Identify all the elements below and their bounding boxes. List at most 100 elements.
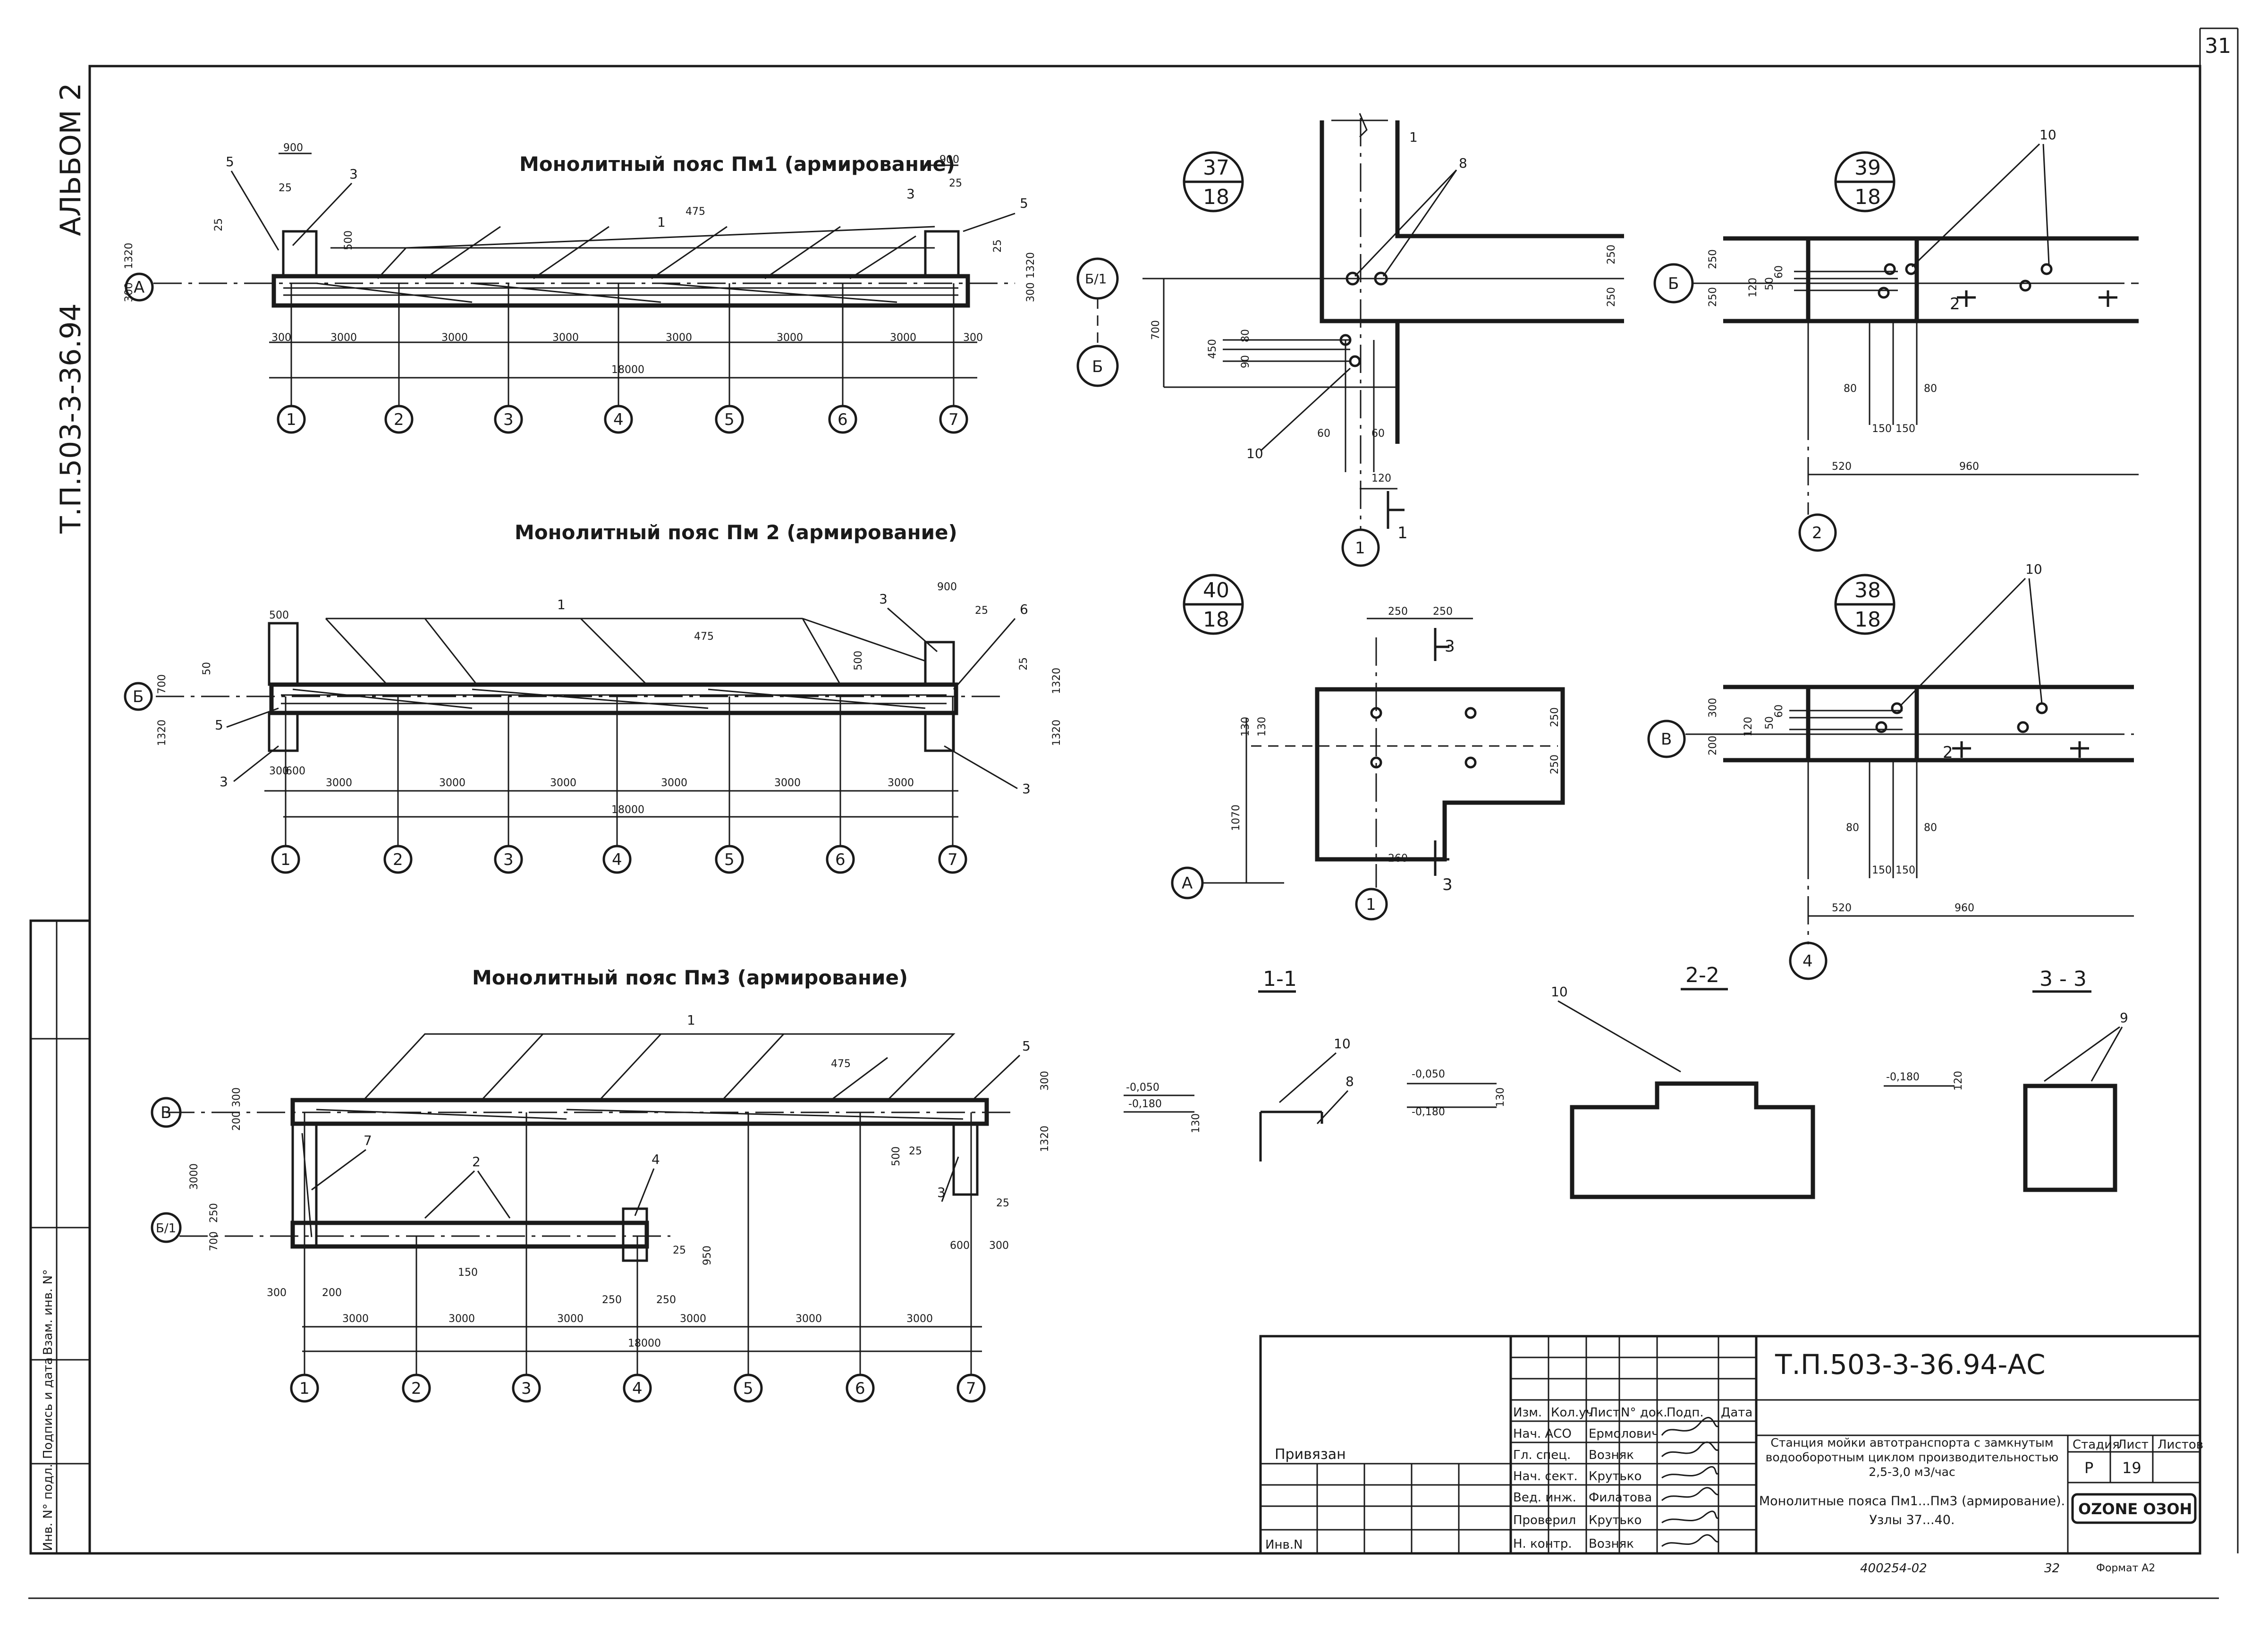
svg-text:2: 2 xyxy=(411,1379,422,1398)
svg-text:2: 2 xyxy=(1812,524,1822,543)
left-strip-inv-podl: Инв. N° подл. xyxy=(41,1464,55,1551)
svg-text:120: 120 xyxy=(1747,278,1759,297)
svg-text:3000: 3000 xyxy=(439,777,465,789)
svg-text:120: 120 xyxy=(1371,473,1391,484)
belt3-axis-row-B1 xyxy=(151,1212,182,1243)
svg-text:5: 5 xyxy=(226,154,234,170)
svg-text:150: 150 xyxy=(1896,423,1915,435)
svg-text:-0,180: -0,180 xyxy=(1412,1106,1445,1118)
svg-text:7: 7 xyxy=(948,850,958,869)
svg-text:5: 5 xyxy=(215,717,223,733)
svg-text:250: 250 xyxy=(1549,707,1561,727)
svg-text:960: 960 xyxy=(1959,461,1979,473)
svg-text:3000: 3000 xyxy=(342,1313,369,1325)
svg-text:3000: 3000 xyxy=(890,332,916,344)
left-strip-podpis: Подпись и дата xyxy=(41,1357,55,1459)
svg-text:2: 2 xyxy=(472,1154,481,1170)
svg-text:3000: 3000 xyxy=(326,777,352,789)
svg-text:2: 2 xyxy=(394,410,404,429)
svg-text:200: 200 xyxy=(1707,736,1719,755)
svg-text:25: 25 xyxy=(279,182,292,194)
node-39: 39 18 Б 250 250 120 60 50 80 80 150 150 … xyxy=(1653,127,2139,552)
belt3-axis-bubbles: 1 2 3 4 5 6 7 xyxy=(290,1373,986,1403)
svg-text:60: 60 xyxy=(1317,428,1330,440)
svg-text:25: 25 xyxy=(949,178,962,189)
svg-text:1: 1 xyxy=(1397,524,1408,543)
svg-text:250: 250 xyxy=(1606,245,1617,264)
svg-text:2: 2 xyxy=(1943,743,1953,762)
stamp-project-title: Станция мойки автотранспорта с замкнутым… xyxy=(1766,1436,2059,1479)
svg-text:Гл. спец.: Гл. спец. xyxy=(1513,1448,1571,1462)
company-logo xyxy=(2071,1493,2197,1524)
svg-text:В: В xyxy=(1661,730,1672,749)
svg-text:6: 6 xyxy=(855,1379,865,1398)
svg-text:250: 250 xyxy=(1707,249,1719,269)
svg-text:200: 200 xyxy=(231,1111,243,1131)
svg-text:3: 3 xyxy=(220,774,228,789)
svg-text:260: 260 xyxy=(1388,853,1408,865)
svg-text:18: 18 xyxy=(1203,608,1229,632)
svg-text:50: 50 xyxy=(1764,277,1776,290)
svg-text:950: 950 xyxy=(702,1246,713,1265)
svg-text:2: 2 xyxy=(393,850,403,869)
svg-text:25: 25 xyxy=(992,239,1004,253)
belt1-axis-row-A xyxy=(125,272,154,302)
svg-text:Листов: Листов xyxy=(2158,1438,2203,1452)
svg-text:5: 5 xyxy=(724,850,735,869)
svg-text:3: 3 xyxy=(906,186,915,202)
svg-text:120: 120 xyxy=(1953,1071,1964,1091)
svg-text:1: 1 xyxy=(557,597,566,612)
svg-text:150: 150 xyxy=(1872,423,1892,435)
svg-text:7: 7 xyxy=(364,1133,372,1148)
svg-text:300: 300 xyxy=(989,1240,1009,1252)
corner-sheet-number: 31 xyxy=(2205,34,2231,58)
svg-text:Лист: Лист xyxy=(2117,1438,2149,1452)
svg-text:150: 150 xyxy=(1896,865,1915,876)
svg-text:В: В xyxy=(161,1103,171,1122)
svg-text:250: 250 xyxy=(1549,754,1561,774)
svg-text:А: А xyxy=(1182,874,1193,893)
svg-text:Дата: Дата xyxy=(1721,1406,1752,1420)
svg-text:900: 900 xyxy=(937,581,957,593)
svg-text:10: 10 xyxy=(1551,984,1568,1000)
svg-text:500: 500 xyxy=(890,1146,902,1166)
svg-text:130: 130 xyxy=(1190,1113,1202,1133)
node-37: 37 18 Б/1 Б 1 250 250 700 450 90 80 60 6… xyxy=(1076,113,1624,567)
svg-text:1: 1 xyxy=(1366,895,1376,914)
svg-text:4: 4 xyxy=(612,850,622,869)
svg-text:25: 25 xyxy=(975,605,988,617)
svg-text:300: 300 xyxy=(963,332,983,344)
belt-pm2-drawing: Монолитный пояс Пм 2 (армирование) Б 300… xyxy=(124,521,1063,874)
section-1-1: 1-1 -0,050 -0,180 130 10 8 xyxy=(1124,967,1354,1161)
belt2-mid-dim: 475 xyxy=(694,631,714,643)
svg-text:1: 1 xyxy=(1409,129,1418,145)
stamp-signatures xyxy=(1661,1416,1719,1547)
svg-text:50: 50 xyxy=(201,662,213,675)
svg-text:60: 60 xyxy=(1773,265,1785,279)
svg-text:-0,180: -0,180 xyxy=(1128,1098,1162,1110)
svg-text:Изм.: Изм. xyxy=(1513,1406,1542,1420)
svg-text:19: 19 xyxy=(2122,1459,2141,1477)
stamp-project-code: Т.П.503-3-36.94-АС xyxy=(1775,1348,2046,1381)
node-38: 38 18 В 300 200 120 60 50 80 80 150 150 … xyxy=(1647,561,2134,980)
belt1-title: Монолитный пояс Пм1 (армирование) xyxy=(519,153,955,176)
svg-text:10: 10 xyxy=(1246,446,1263,461)
svg-text:Проверил: Проверил xyxy=(1513,1513,1576,1527)
svg-text:1: 1 xyxy=(657,214,666,230)
svg-text:Возняк: Возняк xyxy=(1589,1448,1634,1462)
svg-text:520: 520 xyxy=(1832,461,1852,473)
svg-text:3: 3 xyxy=(349,166,358,182)
svg-text:700: 700 xyxy=(1150,320,1162,340)
svg-text:3: 3 xyxy=(1022,781,1031,797)
svg-text:3: 3 xyxy=(503,410,514,429)
svg-text:18: 18 xyxy=(1854,608,1881,632)
svg-text:10: 10 xyxy=(1334,1036,1351,1051)
svg-text:8: 8 xyxy=(1459,155,1467,171)
svg-text:4: 4 xyxy=(613,410,624,429)
stamp-bottom-code: 400254-02 xyxy=(1860,1561,1927,1576)
svg-text:250: 250 xyxy=(208,1203,220,1223)
svg-text:900: 900 xyxy=(939,154,959,166)
svg-text:1: 1 xyxy=(286,410,296,429)
stamp-bottom-number: 32 xyxy=(2044,1561,2060,1576)
